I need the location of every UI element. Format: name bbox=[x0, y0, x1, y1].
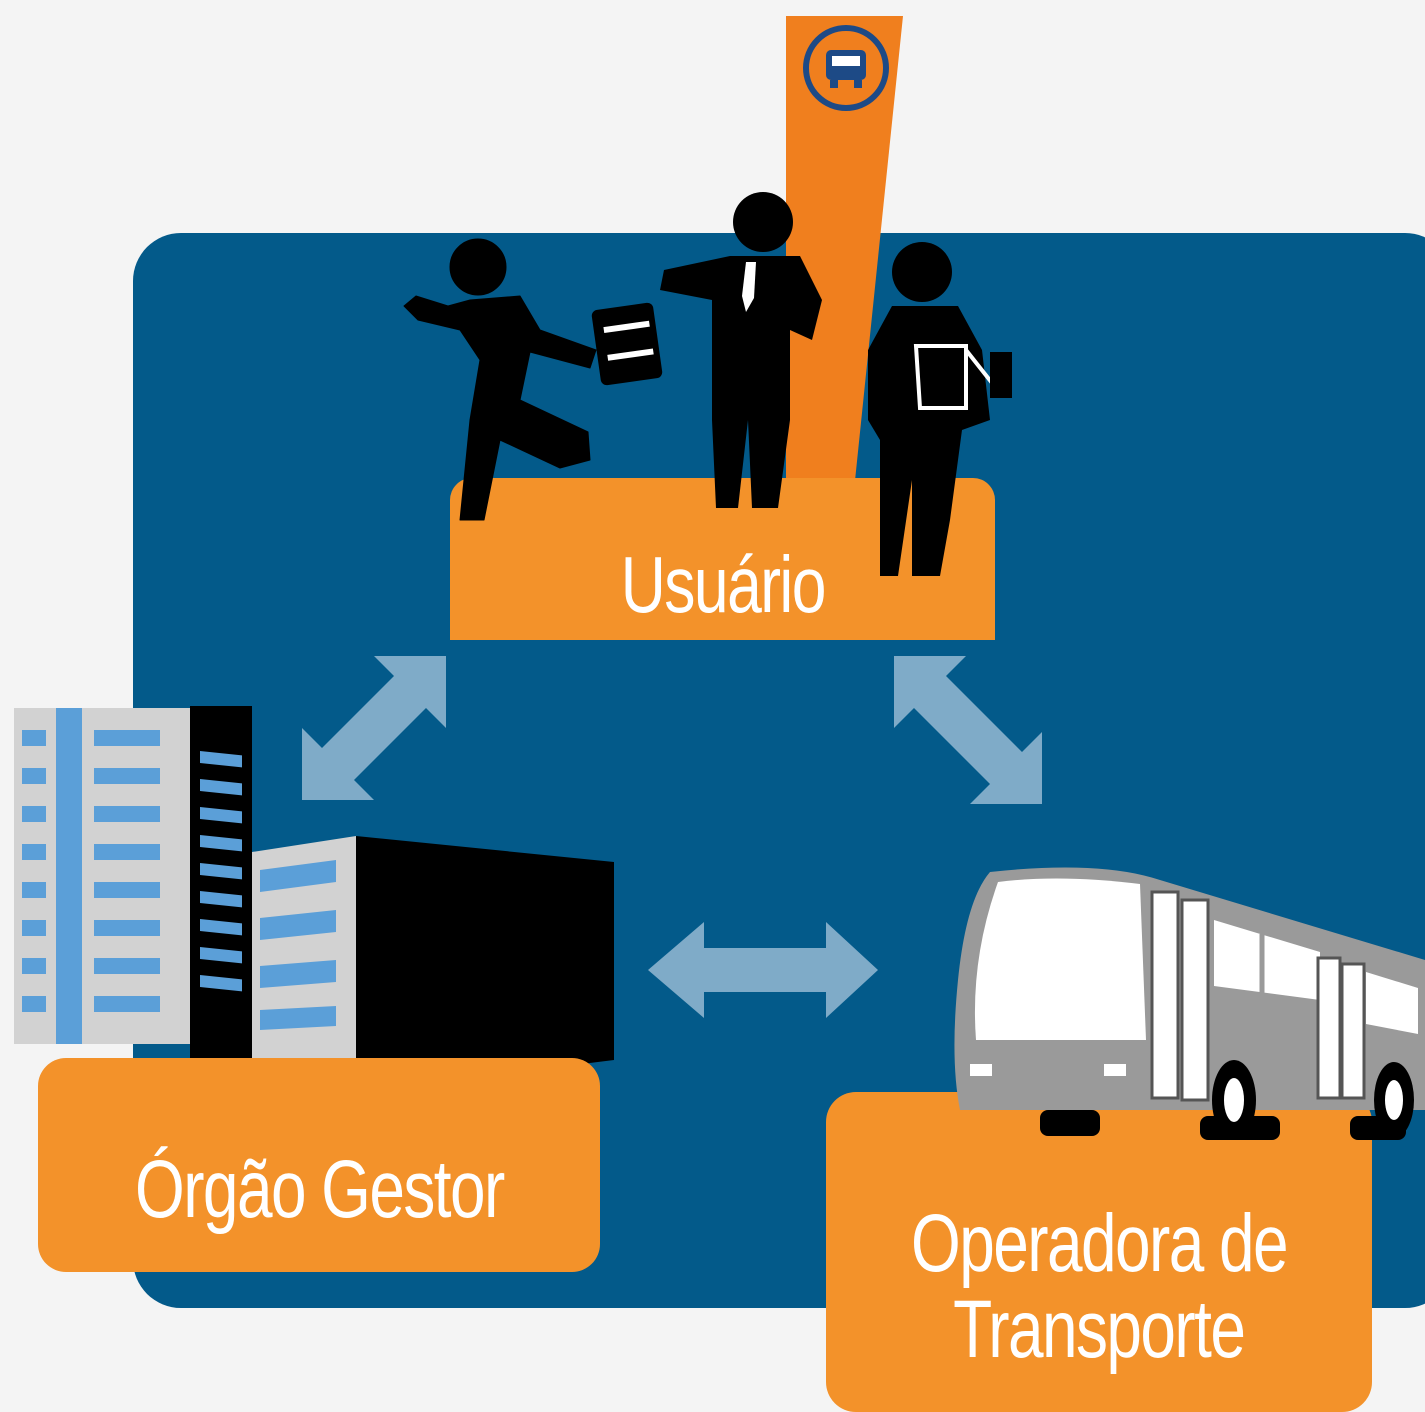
orgao-gestor-label-box: Órgão Gestor bbox=[38, 1058, 600, 1272]
operadora-label-line2: Transporte bbox=[953, 1284, 1246, 1375]
usuario-label: Usuário bbox=[620, 540, 826, 629]
operadora-label-line1: Operadora de bbox=[911, 1197, 1289, 1289]
orgao-gestor-label: Órgão Gestor bbox=[134, 1143, 505, 1235]
operadora-label-box: Operadora de Transporte bbox=[826, 1092, 1372, 1412]
